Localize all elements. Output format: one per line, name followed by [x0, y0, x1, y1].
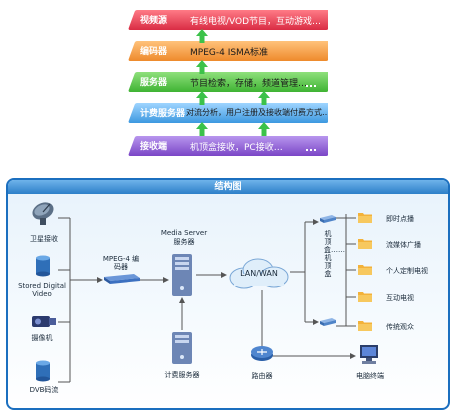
video-camera-icon — [32, 316, 56, 327]
folder-icon — [358, 292, 372, 302]
media-server-label-1: Media Server — [160, 229, 208, 237]
up-arrow-icon — [258, 122, 270, 136]
server-tower-icon — [172, 332, 192, 364]
layer-receiver: 接收端 机顶盒接收，PC接收… — [128, 136, 328, 156]
source-label: 摄像机 — [31, 334, 53, 342]
router-icon — [251, 346, 273, 361]
encoder-label: MPEG-4 编码器 — [102, 255, 140, 271]
folder-icon — [358, 265, 372, 275]
layer-tag: 视频源 — [140, 16, 168, 26]
layer-encoder: 编码器 MPEG-4 ISMA标准 — [128, 41, 328, 61]
layer-video-source: 视频源 有线电视/VOD节目，互动游戏… — [128, 10, 328, 30]
layer-tag: 编码器 — [140, 47, 168, 57]
router-label: 路由器 — [251, 372, 273, 380]
layer-tag: 计费服务器 — [140, 109, 186, 119]
service-label: 传统观众 — [386, 323, 414, 331]
layer-billing-server: 计费服务器 对流分析，用户注册及接收端付费方式… — [128, 103, 328, 123]
source-label: DVB码流 — [29, 386, 59, 394]
up-arrow-icon — [258, 91, 270, 105]
service-label: 流媒体广播 — [386, 241, 421, 249]
pc-terminal-icon — [360, 345, 378, 364]
pc-label: 电脑终端 — [356, 372, 384, 380]
service-label: 即时点播 — [386, 215, 414, 223]
layer-stack: 视频源 有线电视/VOD节目，互动游戏… 编码器 MPEG-4 ISMA标准 服… — [0, 0, 450, 175]
service-label: 个人定制电视 — [386, 267, 428, 275]
source-label: 卫星接收 — [30, 235, 58, 243]
set-top-box-icon — [320, 215, 336, 223]
network-label: LAN/WAN — [240, 269, 278, 278]
set-top-box-stack-label: 机顶盒……机顶盒 — [324, 230, 345, 278]
source-label: Stored Digital Video — [18, 282, 66, 298]
layer-dots — [306, 149, 318, 151]
database-icon — [36, 360, 50, 382]
service-label: 互动电视 — [386, 294, 414, 302]
layer-server: 服务器 节目检索，存储，频道管理… — [128, 72, 328, 92]
structure-diagram-panel: 结构图 — [6, 178, 450, 410]
layer-text: 有线电视/VOD节目，互动游戏… — [190, 17, 322, 27]
set-top-box-icon — [320, 318, 336, 326]
server-tower-icon — [172, 254, 192, 296]
media-server-label-2: 服务器 — [173, 238, 195, 246]
up-arrow-icon — [196, 29, 208, 43]
database-icon — [36, 255, 50, 277]
layer-dots — [306, 85, 318, 87]
panel-title: 结构图 — [8, 180, 448, 194]
satellite-dish-icon — [32, 202, 54, 225]
up-arrow-icon — [196, 60, 208, 74]
up-arrow-icon — [196, 122, 208, 136]
encoder-device-icon — [104, 274, 140, 284]
layer-text: 机顶盒接收，PC接收… — [190, 143, 283, 153]
layer-text: 对流分析，用户注册及接收端付费方式… — [186, 108, 328, 117]
network-cloud-icon — [229, 258, 289, 289]
folder-icon — [358, 239, 372, 249]
layer-text: 节目检索，存储，频道管理… — [190, 79, 308, 89]
folder-icon — [358, 321, 372, 331]
billing-server-label: 计费服务器 — [164, 371, 200, 379]
layer-text: MPEG-4 ISMA标准 — [190, 48, 268, 58]
up-arrow-icon — [196, 91, 208, 105]
layer-tag: 服务器 — [140, 78, 168, 88]
layer-tag: 接收端 — [140, 142, 168, 152]
folder-icon — [358, 213, 372, 223]
